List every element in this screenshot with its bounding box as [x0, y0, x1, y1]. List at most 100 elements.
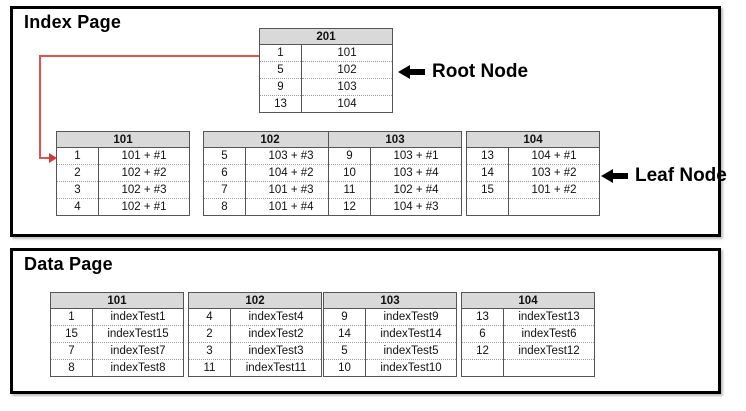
key-cell: 14	[466, 164, 509, 182]
value-cell: 103 + #3	[245, 147, 337, 165]
key-cell: 6	[203, 164, 246, 182]
key-cell: 3	[56, 181, 99, 199]
key-cell: 1	[50, 308, 93, 326]
value-cell: 102 + #1	[98, 198, 190, 216]
key-cell: 7	[203, 181, 246, 199]
value-cell: indexTest1	[92, 308, 184, 326]
red-pointer-line-top	[39, 55, 259, 57]
value-cell: indexTest12	[503, 342, 595, 360]
left-arrow-icon	[398, 65, 425, 79]
key-cell: 13	[461, 308, 504, 326]
red-pointer-arrowhead-icon	[49, 153, 57, 163]
value-cell: indexTest9	[365, 308, 457, 326]
value-cell: indexTest5	[365, 342, 457, 360]
data-page-title: Data Page	[24, 254, 113, 274]
key-cell: 5	[259, 61, 302, 79]
value-cell: 101	[301, 44, 393, 62]
value-cell: 101 + #1	[98, 147, 190, 165]
value-cell: 102	[301, 61, 393, 79]
key-cell: 4	[56, 198, 99, 216]
table-header-row: 103	[328, 131, 462, 148]
table-row	[466, 198, 600, 216]
key-cell: 5	[323, 342, 366, 360]
table-header-row: 104	[466, 131, 600, 148]
table-header-row: 103	[323, 292, 457, 309]
table-header-row: 101	[50, 292, 184, 309]
leaf-node-label: Leaf Node	[635, 165, 727, 186]
key-cell: 2	[56, 164, 99, 182]
value-cell	[503, 359, 595, 377]
value-cell: 102 + #2	[98, 164, 190, 182]
key-cell: 8	[50, 359, 93, 377]
value-cell: 101 + #3	[245, 181, 337, 199]
value-cell: 103 + #2	[508, 164, 600, 182]
key-cell: 14	[323, 325, 366, 343]
leaf-table-header: 101	[56, 131, 190, 148]
value-cell: indexTest15	[92, 325, 184, 343]
leaf-table-header: 104	[466, 131, 600, 148]
value-cell: 102 + #4	[370, 181, 462, 199]
data-table-header: 103	[323, 292, 457, 309]
key-cell: 3	[188, 342, 231, 360]
table-header-row: 101	[56, 131, 190, 148]
table-row	[461, 359, 595, 377]
value-cell: 102 + #3	[98, 181, 190, 199]
data-table-header: 102	[188, 292, 322, 309]
value-cell: 104 + #1	[508, 147, 600, 165]
value-cell: 104 + #2	[245, 164, 337, 182]
value-cell: 104	[301, 95, 393, 113]
key-cell: 13	[259, 95, 302, 113]
red-pointer-line-vertical	[39, 55, 41, 159]
root-table-header: 201	[259, 28, 393, 45]
key-cell: 10	[323, 359, 366, 377]
key-cell: 13	[466, 147, 509, 165]
value-cell: 103	[301, 78, 393, 96]
value-cell: indexTest4	[230, 308, 322, 326]
red-pointer-line-bottom	[39, 157, 50, 159]
key-cell	[461, 359, 504, 377]
value-cell: indexTest13	[503, 308, 595, 326]
value-cell: indexTest7	[92, 342, 184, 360]
key-cell: 1	[259, 44, 302, 62]
root-node-callout: Root Node	[398, 61, 528, 83]
value-cell: 103 + #4	[370, 164, 462, 182]
key-cell: 6	[461, 325, 504, 343]
value-cell: indexTest10	[365, 359, 457, 377]
leaf-table-header: 102	[203, 131, 337, 148]
key-cell: 15	[50, 325, 93, 343]
index-page-title: Index Page	[24, 12, 122, 32]
value-cell: indexTest6	[503, 325, 595, 343]
